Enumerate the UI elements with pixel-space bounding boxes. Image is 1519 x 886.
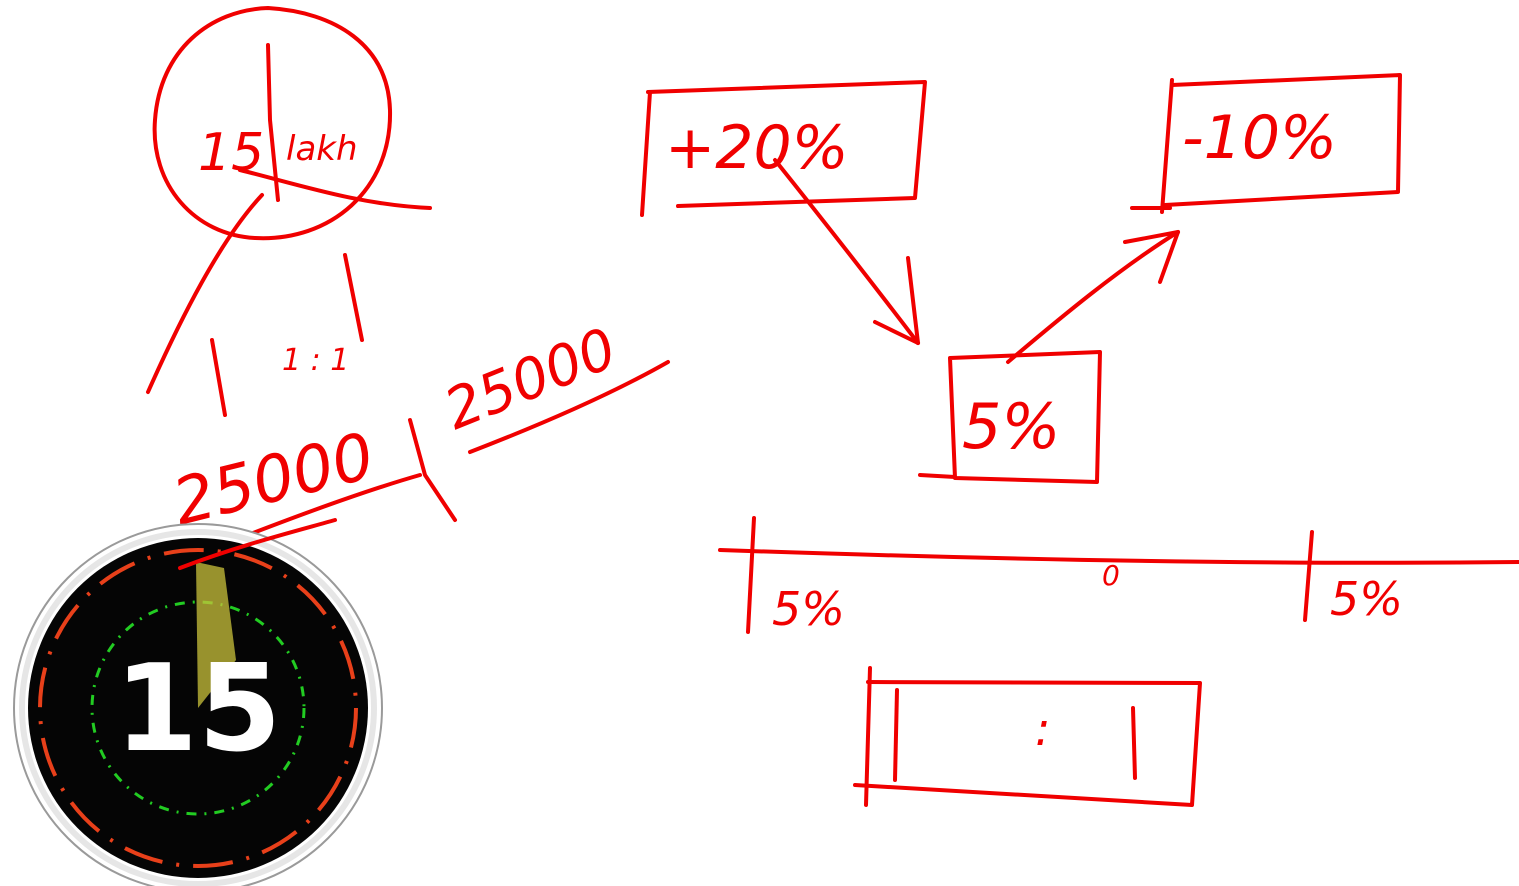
circle-unit-text: lakh — [286, 129, 358, 169]
amount-annotation: 25000 25000 — [166, 316, 670, 564]
arrow-down — [773, 158, 920, 345]
line-mid-label: 0 — [1102, 559, 1120, 592]
timer-rim-inner — [19, 529, 377, 886]
minus-ten-box: -10% — [1130, 73, 1402, 214]
ratio-text: 1 : 1 — [282, 343, 349, 378]
diagonal-stroke — [146, 193, 264, 394]
ratio-box-left-label: 1 — [880, 722, 909, 776]
timer-dash-inner — [90, 600, 306, 816]
ratio-box: 1 : — [853, 666, 1202, 807]
circle-annotation: 15 lakh — [152, 6, 432, 241]
arrow-up — [1006, 230, 1180, 364]
number-line: 5% 0 5% — [718, 516, 1519, 636]
timer-dash-outer — [38, 548, 358, 868]
plus-twenty-text: +20% — [665, 113, 849, 183]
minus-ten-text: -10% — [1182, 103, 1337, 173]
center-five-box: 5% — [918, 350, 1102, 484]
timer-pointer-stroke — [178, 518, 337, 570]
center-five-text: 5% — [962, 390, 1060, 463]
countdown-timer-icon[interactable]: 15 — [13, 523, 383, 886]
amount-left-text: 25000 — [166, 419, 381, 540]
ratio-box-colon: : — [1035, 702, 1051, 756]
timer-hand — [196, 562, 236, 708]
plus-twenty-box: +20% — [640, 80, 927, 217]
line-left-label: 5% — [772, 582, 845, 636]
circle-amount-text: 15 — [198, 123, 264, 183]
ratio-annotation: 1 : 1 — [210, 253, 364, 417]
timer-value: 15 — [115, 640, 282, 779]
amount-right-text: 25000 — [436, 316, 626, 443]
line-right-label: 5% — [1330, 572, 1403, 626]
